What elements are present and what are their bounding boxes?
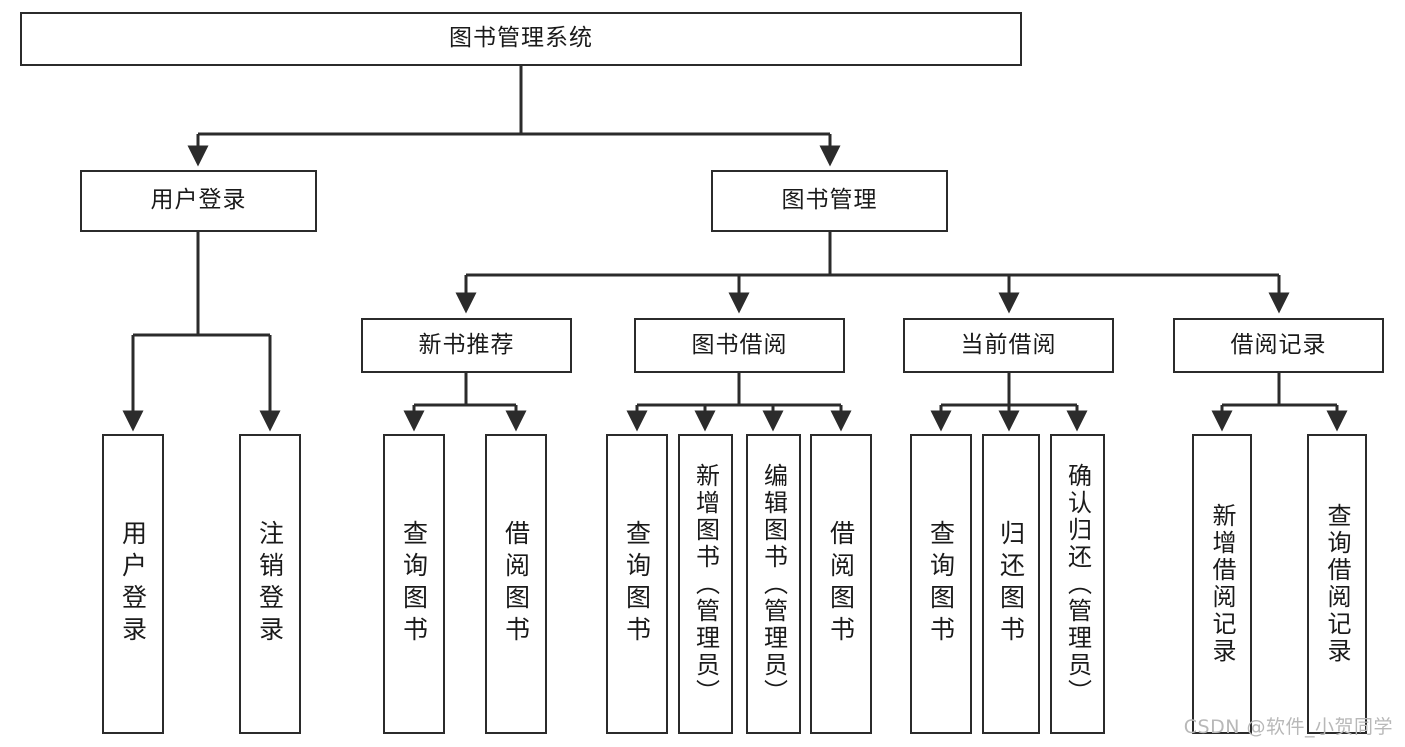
node-leaf-user-login-label: 用户登录: [118, 520, 148, 648]
node-user-login-label: 用户登录: [150, 187, 247, 214]
node-user-login[interactable]: 用户登录: [80, 170, 317, 232]
node-root-system[interactable]: 图书管理系统: [20, 12, 1022, 66]
node-new-book-recommend[interactable]: 新书推荐: [361, 318, 572, 373]
node-leaf-query-borrow-record[interactable]: 查询借阅记录: [1307, 434, 1367, 734]
node-current-borrow[interactable]: 当前借阅: [903, 318, 1114, 373]
node-leaf-borrow-book-label: 借阅图书: [826, 520, 856, 648]
node-borrow-record-label: 借阅记录: [1230, 331, 1327, 358]
node-book-management-label: 图书管理: [781, 187, 878, 214]
node-leaf-add-book-admin[interactable]: 新增图书（管理员）: [678, 434, 733, 734]
node-leaf-borrow-book-recommend[interactable]: 借阅图书: [485, 434, 547, 734]
node-book-management[interactable]: 图书管理: [711, 170, 948, 232]
node-borrow-record[interactable]: 借阅记录: [1173, 318, 1384, 373]
node-leaf-query-book-borrow-label: 查询图书: [622, 520, 652, 648]
node-leaf-confirm-return-admin[interactable]: 确认归还（管理员）: [1050, 434, 1105, 734]
node-book-borrow-label: 图书借阅: [691, 331, 788, 358]
node-leaf-edit-book-admin-label: 编辑图书（管理员）: [759, 462, 788, 706]
node-book-borrow[interactable]: 图书借阅: [634, 318, 845, 373]
node-current-borrow-label: 当前借阅: [960, 331, 1057, 358]
node-leaf-logout-label: 注销登录: [255, 520, 285, 648]
node-leaf-borrow-book[interactable]: 借阅图书: [810, 434, 872, 734]
node-leaf-return-book-label: 归还图书: [996, 520, 1026, 648]
node-root-system-label: 图书管理系统: [449, 25, 593, 52]
node-leaf-query-borrow-record-label: 查询借阅记录: [1323, 503, 1351, 665]
node-leaf-return-book[interactable]: 归还图书: [982, 434, 1040, 734]
node-leaf-confirm-return-admin-label: 确认归还（管理员）: [1063, 462, 1092, 706]
node-leaf-borrow-book-recommend-label: 借阅图书: [501, 520, 531, 648]
node-leaf-add-borrow-record-label: 新增借阅记录: [1208, 503, 1236, 665]
node-leaf-user-login[interactable]: 用户登录: [102, 434, 164, 734]
node-leaf-query-book-current-label: 查询图书: [926, 520, 956, 648]
node-leaf-query-book-borrow[interactable]: 查询图书: [606, 434, 668, 734]
node-leaf-add-book-admin-label: 新增图书（管理员）: [691, 462, 720, 706]
node-leaf-query-book-recommend[interactable]: 查询图书: [383, 434, 445, 734]
node-leaf-edit-book-admin[interactable]: 编辑图书（管理员）: [746, 434, 801, 734]
node-leaf-add-borrow-record[interactable]: 新增借阅记录: [1192, 434, 1252, 734]
node-leaf-query-book-recommend-label: 查询图书: [399, 520, 429, 648]
node-new-book-recommend-label: 新书推荐: [418, 331, 515, 358]
node-leaf-query-book-current[interactable]: 查询图书: [910, 434, 972, 734]
node-leaf-logout[interactable]: 注销登录: [239, 434, 301, 734]
